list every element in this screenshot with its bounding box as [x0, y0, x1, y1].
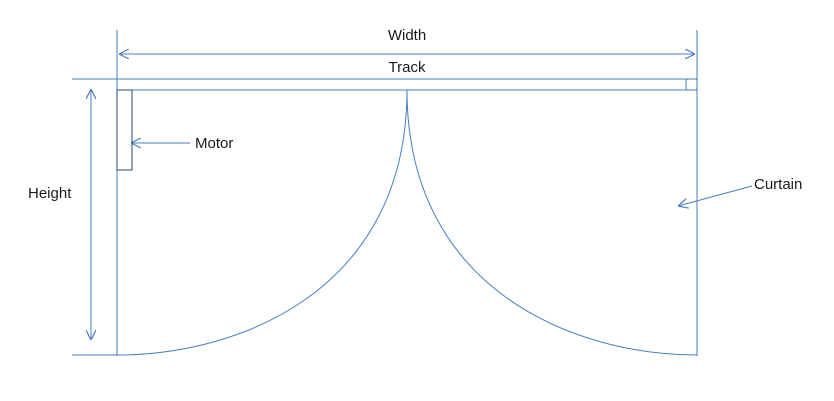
curtain-label: Curtain: [754, 176, 802, 193]
motor-block: [116, 89, 133, 171]
track-label: Track: [389, 59, 426, 76]
track-bar: [116, 78, 698, 91]
left-curtain-panel: [116, 89, 408, 356]
motor-label: Motor: [195, 135, 233, 152]
height-label: Height: [28, 185, 72, 202]
track-end-cap: [685, 78, 698, 91]
width-label: Width: [388, 27, 426, 44]
curtain-pointer-arrow: [678, 185, 753, 206]
right-curtain-panel: [406, 89, 698, 356]
